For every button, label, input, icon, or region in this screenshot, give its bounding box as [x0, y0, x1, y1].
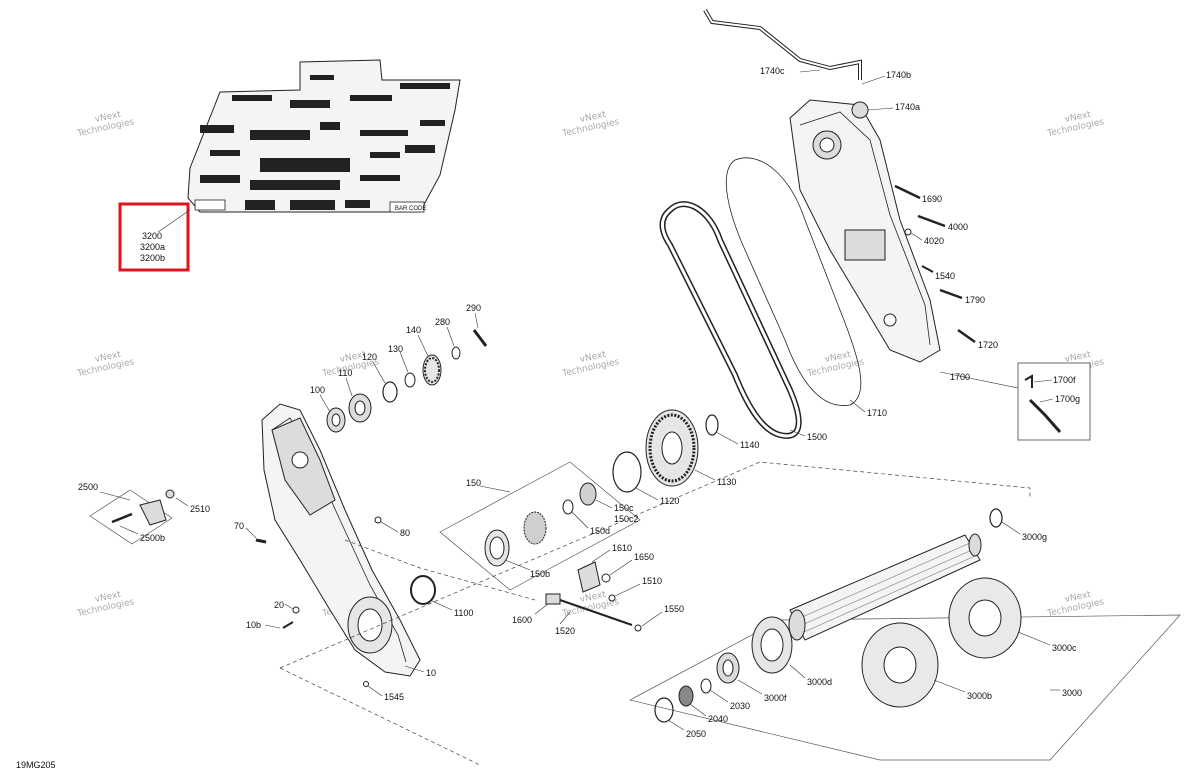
ring-2050 [654, 697, 674, 723]
gear-1130 [645, 409, 699, 487]
label-1790: 1790 [965, 295, 985, 305]
label-1710: 1710 [867, 408, 887, 418]
label-1140: 1140 [740, 440, 759, 450]
label-3200b: 3200b [140, 253, 165, 263]
ring-120 [382, 381, 398, 403]
label-80: 80 [400, 528, 410, 538]
cap-1740a [851, 101, 869, 119]
label-4000: 4000 [948, 222, 968, 232]
label-1740c: 1740c [760, 66, 785, 76]
label-100: 100 [310, 385, 325, 395]
ring-150d [562, 499, 574, 515]
sprocket-3000b [861, 622, 939, 708]
label-3000d: 3000d [807, 677, 832, 687]
label-140: 140 [406, 325, 421, 335]
bearing-150c [579, 482, 597, 506]
label-2040: 2040 [708, 714, 728, 724]
barcode-label: BAR CODE [395, 206, 426, 212]
bolt-70 [255, 538, 267, 544]
watermark: vNext Technologies [561, 110, 621, 139]
watermark: vNext Technologies [76, 590, 136, 619]
label-1700: 1700 [950, 372, 970, 382]
chain-1500 [659, 201, 802, 439]
label-2030: 2030 [730, 701, 750, 711]
watermark: vNext Technologies [561, 350, 621, 379]
label-150c: 150c [614, 503, 634, 513]
label-10b: 10b [246, 620, 261, 630]
washer-130 [404, 372, 416, 388]
chaincase-housing [261, 403, 421, 677]
snapring-1140 [705, 414, 719, 436]
washer-280 [451, 346, 461, 360]
label-1690: 1690 [922, 194, 942, 204]
sprocket-3000c [948, 577, 1022, 659]
chaincase-cover [789, 99, 941, 363]
label-1100: 1100 [454, 608, 473, 618]
label-3000c: 3000c [1052, 643, 1077, 653]
label-130: 130 [388, 344, 403, 354]
label-10: 10 [426, 668, 436, 678]
label-3000g: 3000g [1022, 532, 1047, 542]
label-2500b: 2500b [140, 533, 165, 543]
label-1650: 1650 [634, 552, 654, 562]
watermark: vNext Technologies [76, 110, 136, 139]
label-1550: 1550 [664, 604, 684, 614]
ring-3000g [989, 508, 1003, 528]
bearing-3000d [751, 616, 793, 674]
label-150d: 150d [590, 526, 610, 536]
label-3200a: 3200a [140, 242, 165, 252]
label-1500: 1500 [807, 432, 827, 442]
ring-2030 [700, 678, 712, 694]
label-3000f: 3000f [764, 693, 787, 703]
highlight-box [118, 202, 190, 272]
label-280: 280 [435, 317, 450, 327]
label-110: 110 [338, 368, 352, 378]
label-2500: 2500 [78, 482, 98, 492]
label-3000: 3000 [1062, 688, 1082, 698]
label-2050: 2050 [686, 729, 706, 739]
label-120: 120 [362, 352, 377, 362]
label-3200: 3200 [142, 231, 162, 241]
tensioner-assembly [545, 561, 642, 632]
gear-2040 [678, 685, 694, 707]
watermark: vNext Technologies [1046, 590, 1106, 619]
bearing-cage [523, 511, 547, 545]
decal-3200: BAR CODE [187, 59, 461, 213]
label-1600: 1600 [512, 615, 532, 625]
label-1510: 1510 [642, 576, 662, 586]
label-1700f: 1700f [1053, 375, 1076, 385]
label-150b: 150b [530, 569, 550, 579]
label-20: 20 [274, 600, 284, 610]
watermark: vNext Technologies [806, 350, 866, 379]
label-1740b: 1740b [886, 70, 911, 80]
label-1740a: 1740a [895, 102, 920, 112]
watermark: vNext Technologies [76, 350, 136, 379]
seal-1100 [410, 575, 436, 605]
label-290: 290 [466, 303, 481, 313]
bolt-1690 [894, 184, 921, 200]
bolt-290 [472, 329, 488, 347]
bracket-2500 [139, 499, 167, 526]
figure-reference: 19MG205 [16, 760, 56, 770]
label-3000b: 3000b [967, 691, 992, 701]
label-1700g: 1700g [1055, 394, 1080, 404]
label-150c2: 150c2 [614, 514, 639, 524]
label-4020: 4020 [924, 236, 944, 246]
drive-shaft-3000 [788, 533, 982, 641]
label-1520: 1520 [555, 626, 575, 636]
label-150: 150 [466, 478, 481, 488]
label-1130: 1130 [717, 477, 736, 487]
label-1610: 1610 [612, 543, 632, 553]
ring-1120 [612, 451, 642, 493]
label-1545: 1545 [384, 692, 404, 702]
label-70: 70 [234, 521, 244, 531]
label-2510: 2510 [190, 504, 210, 514]
label-1720: 1720 [978, 340, 998, 350]
gasket-1710 [725, 157, 862, 406]
label-1540: 1540 [935, 271, 955, 281]
watermark: vNext Technologies [1046, 110, 1106, 139]
